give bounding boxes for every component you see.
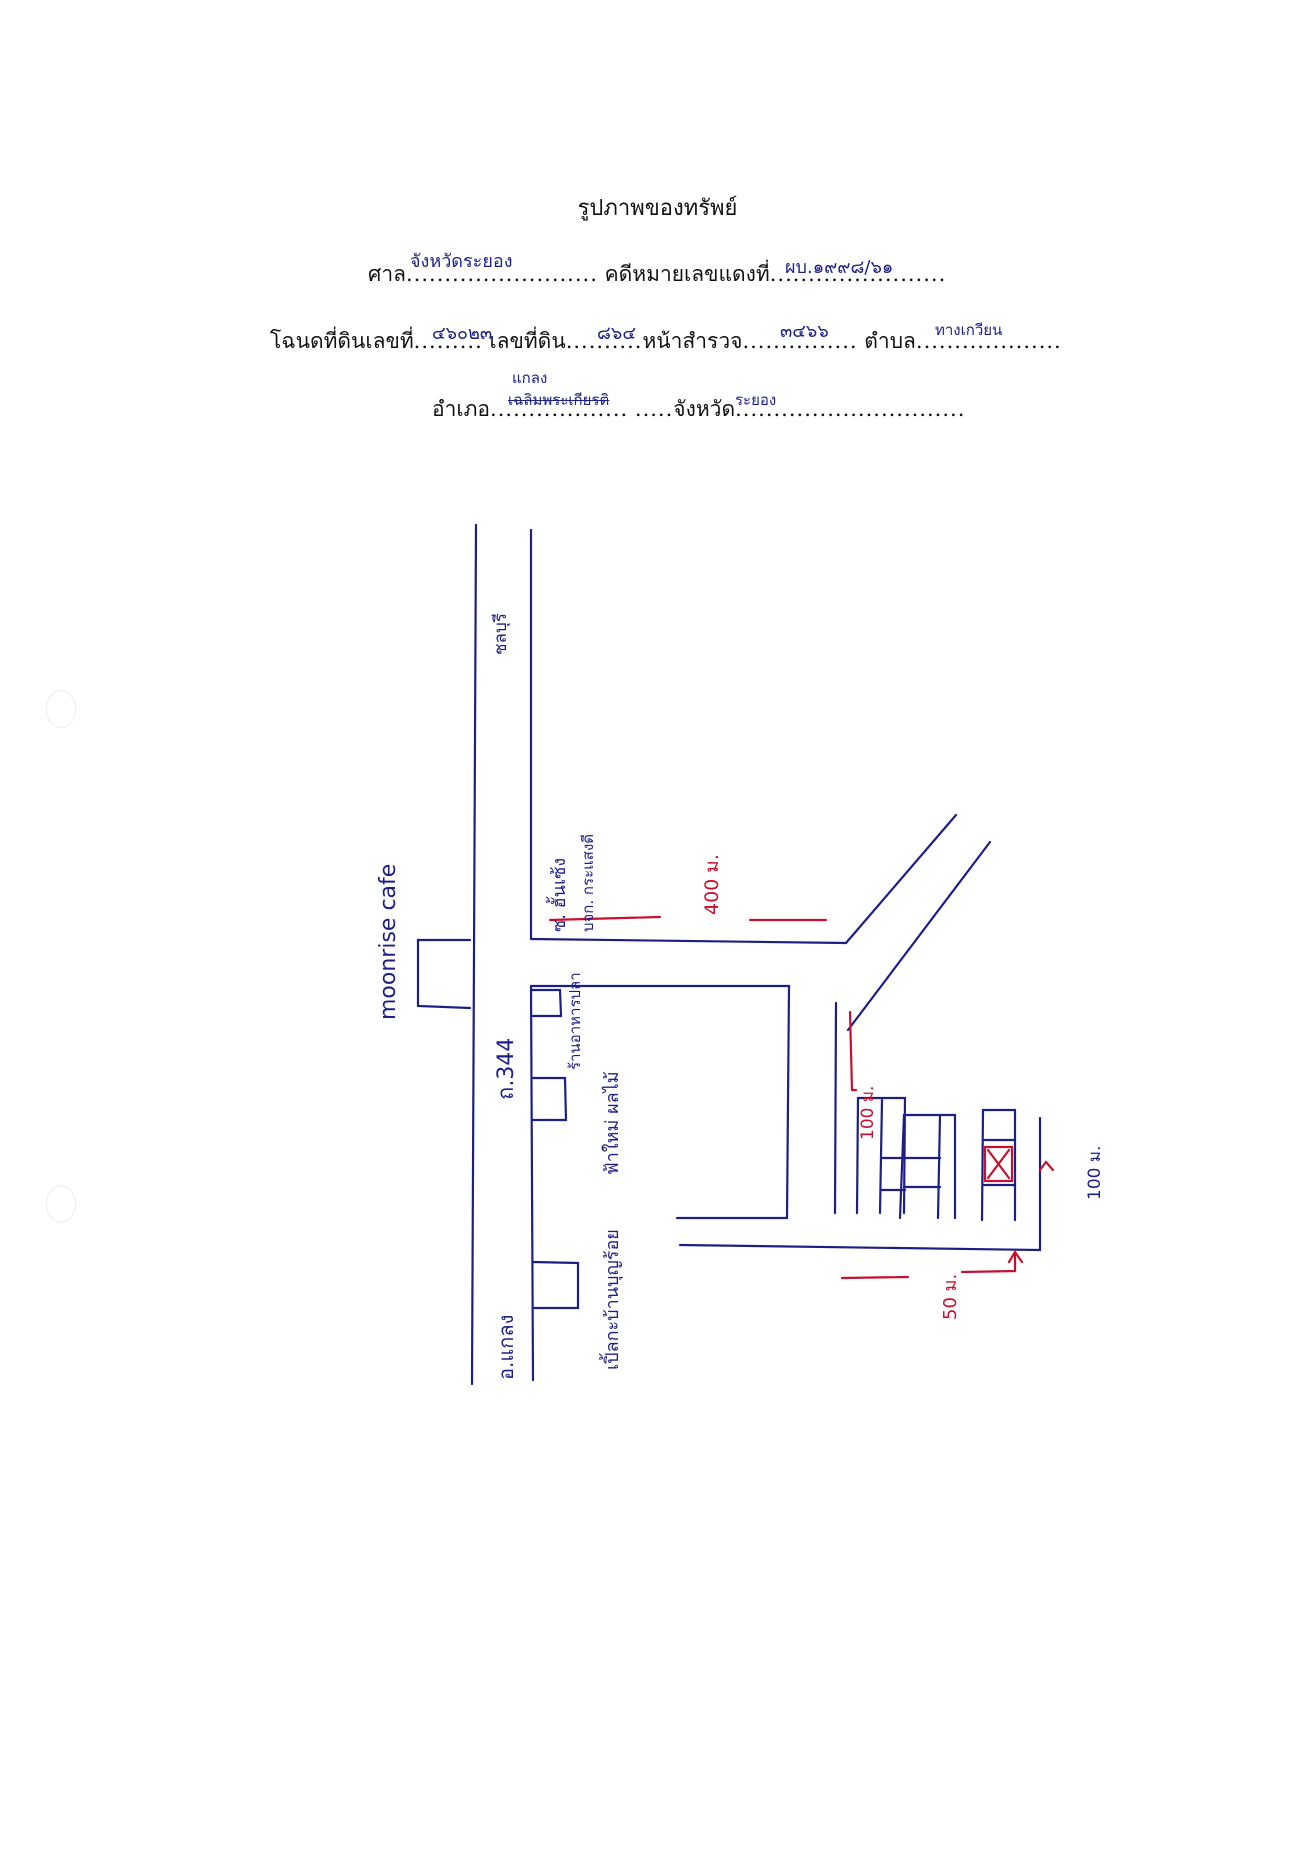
deed-row: โฉนดที่ดินเลขที่......... เลขที่ดิน.....… — [270, 329, 1062, 353]
dist-2-arrow-a — [848, 1010, 854, 1092]
shop-2-label: ฟ้าใหม่ ผลไม้ — [601, 1071, 623, 1175]
land-no-value: ๘๖๔ — [597, 323, 636, 344]
company-label: บจก. กระแสงดี — [579, 834, 597, 932]
side-road-bottom — [678, 1116, 1042, 1252]
diagonal-road-inner — [846, 840, 992, 1032]
shop-3-label: เปิ้ลกะบ้านบุญร้อย — [599, 1229, 623, 1370]
district-value: แกลง — [512, 369, 548, 387]
district-row: อำเภอ.................. .....จังหวัด....… — [432, 397, 966, 421]
subdistrict-value: ทางเกวียน — [935, 321, 1003, 339]
lot-1 — [855, 1096, 907, 1215]
lot-2 — [898, 1113, 957, 1220]
lot-2-divider-a — [936, 1113, 942, 1220]
main-road-right-edge-bottom — [529, 984, 535, 1382]
shop-box-3 — [531, 1260, 580, 1310]
distance-label-1: 400 ม. — [701, 854, 723, 915]
court-label: ศาล — [368, 262, 406, 286]
dist-3-arrowhead — [1007, 1249, 1024, 1264]
soi-label: ซ. ฮั้นเซ้ง — [546, 858, 570, 932]
shop-1-label: ร้านอาหารปลา — [566, 972, 584, 1070]
subdistrict-label: ตำบล — [864, 329, 916, 353]
deed-label: โฉนดที่ดินเลขที่ — [270, 329, 414, 353]
main-road-label: ถ.344 — [494, 1038, 519, 1100]
province-value: ระยอง — [735, 391, 777, 409]
distance-label-4: 100 ม. — [1085, 1146, 1105, 1200]
district-struck-value: เฉลิมพระเกียรติ — [508, 391, 610, 409]
shop-box-2 — [531, 1076, 568, 1122]
deed-value: ๔๖๐๒๓ — [432, 323, 493, 344]
soi-block-outline — [529, 984, 791, 1220]
distance-label-2: 100 ม. — [858, 1086, 878, 1140]
dist-1-arrow-a — [548, 915, 662, 922]
case-label: คดีหมายเลขแดงที่ — [604, 262, 770, 286]
court-value: จังหวัดระยอง — [410, 251, 513, 272]
main-road-left-edge — [470, 523, 478, 1386]
dist-4-arrowhead — [1038, 1160, 1055, 1172]
case-value: ผบ.๑๙๙๘/๖๑ — [785, 257, 894, 278]
punch-hole-bottom — [46, 1185, 76, 1223]
target-parcel-box — [983, 1145, 1014, 1183]
lot-3-target — [980, 1108, 1017, 1222]
court-row: ศาล......................... คดีหมายเลขแ… — [368, 262, 947, 286]
place-south-label: อ.แกลง — [494, 1315, 518, 1380]
land-no-label: เลขที่ดิน — [489, 329, 566, 353]
province-label: จังหวัด — [673, 397, 736, 421]
target-parcel-cross-b — [986, 1148, 1011, 1180]
place-north-label: ชลบุรี — [491, 613, 511, 655]
district-label: อำเภอ — [432, 397, 491, 421]
diagonal-road-outer — [844, 813, 958, 945]
soi-top-edge — [529, 937, 848, 945]
shop-box-1 — [529, 988, 563, 1018]
distance-label-3: 50 ม. — [940, 1274, 961, 1320]
punch-hole-top — [46, 690, 76, 728]
dist-3-arrow-b — [960, 1253, 1017, 1274]
lot-1-divider-a — [878, 1098, 884, 1215]
cafe-label: moonrise cafe — [376, 864, 401, 1020]
side-road-left — [833, 1001, 838, 1215]
survey-value: ๓๔๖๖ — [780, 321, 829, 342]
dist-3-arrow-a — [840, 1275, 910, 1280]
survey-label: หน้าสำรวจ — [642, 329, 743, 353]
page-title: รูปภาพของทรัพย์ — [577, 196, 738, 221]
cafe-building — [416, 938, 472, 1010]
